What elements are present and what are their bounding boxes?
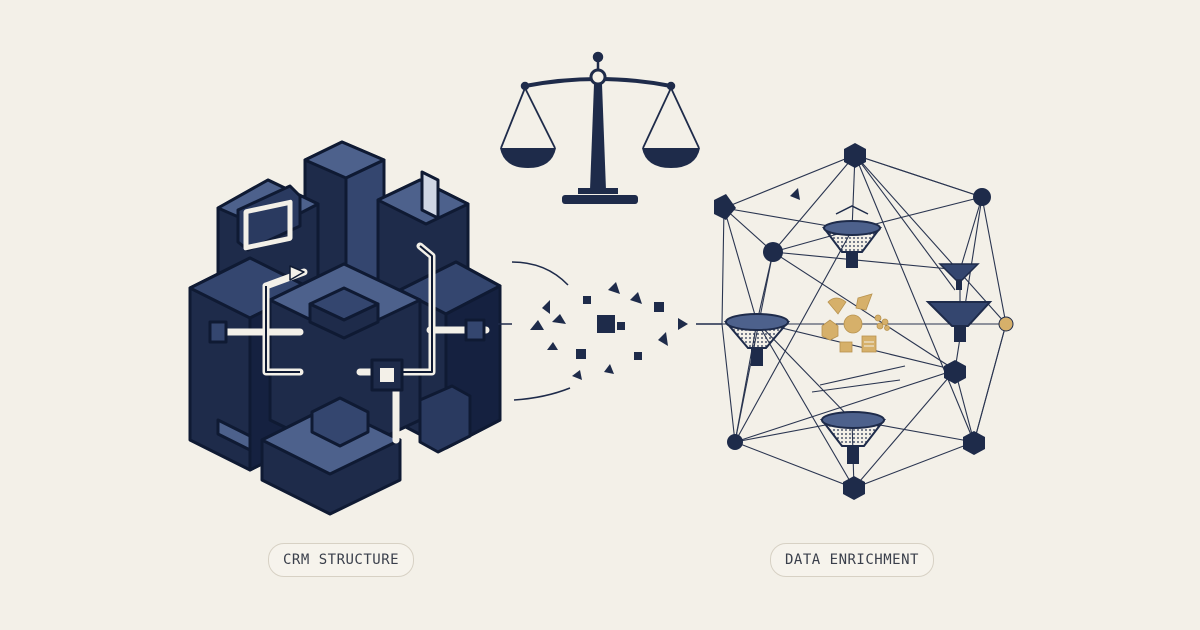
balance-scale-icon — [500, 51, 700, 204]
data-flow-particles — [498, 261, 722, 401]
funnel-icon-bottom — [819, 411, 887, 464]
funnel-icon-top — [822, 205, 882, 268]
funnel-icon-right — [925, 263, 993, 342]
enriched-data-shapes — [821, 293, 890, 353]
data-enrichment-network-icon — [714, 143, 1014, 500]
data-enrichment-label: DATA ENRICHMENT — [770, 543, 934, 577]
crm-structure-label: CRM STRUCTURE — [268, 543, 415, 577]
crm-structure-icon — [188, 140, 502, 516]
funnel-icon-left — [723, 313, 791, 366]
